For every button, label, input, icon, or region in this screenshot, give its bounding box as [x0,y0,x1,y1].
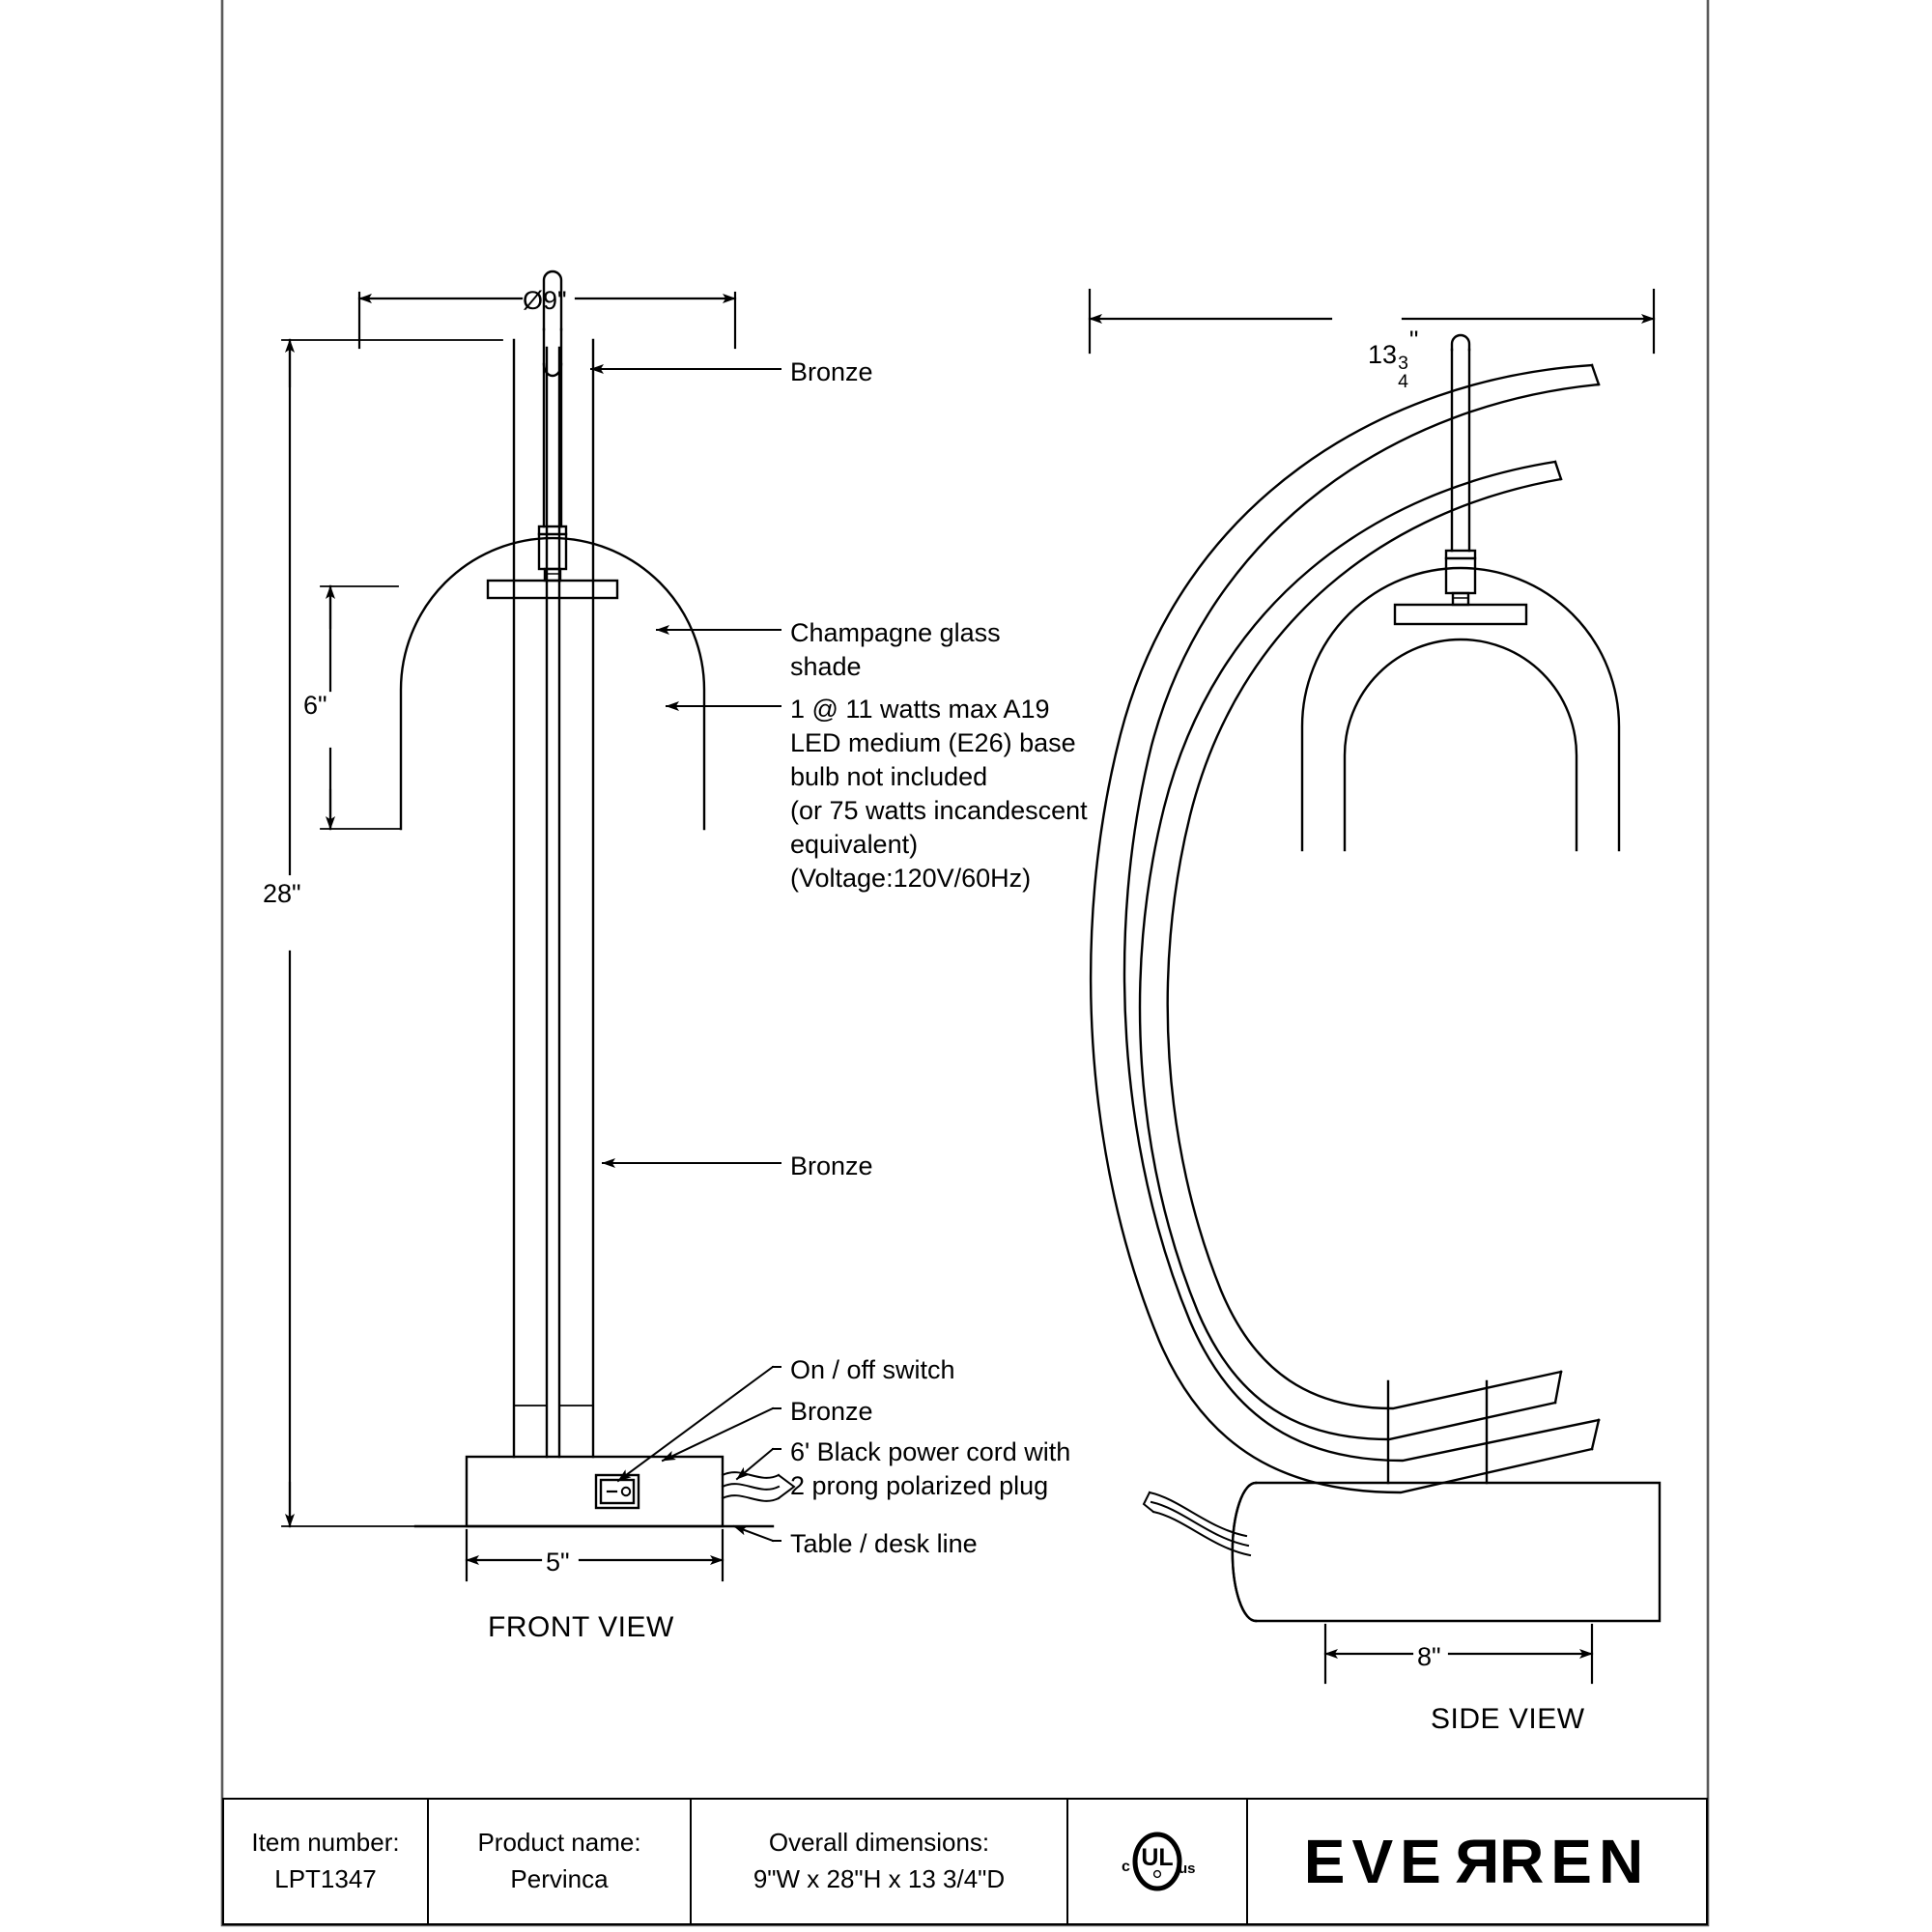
ul-c-text: c [1122,1859,1130,1875]
overall-dimensions-value: 9"W x 28"H x 13 3/4"D [753,1864,1006,1893]
front-glass-shade [399,536,706,831]
item-number-value: LPT1347 [274,1864,377,1893]
dim-shade-diameter [357,291,737,350]
side-base [1231,1481,1662,1623]
front-switch [594,1473,640,1510]
ul-us-text: us [1179,1861,1196,1877]
brand-part-1: EVE [1303,1826,1448,1896]
side-view-label: SIDE VIEW [1431,1703,1585,1735]
title-block: Item number: LPT1347 Product name: Pervi… [222,1798,1708,1925]
svg-text:UL: UL [1141,1844,1173,1871]
dim-label-overall-height: 28" [263,879,301,908]
product-name-value: Pervinca [510,1864,609,1893]
front-base [413,1455,775,1528]
side-power-cord [1142,1491,1252,1557]
item-number-label: Item number: [251,1828,400,1858]
dim-base-depth [1323,1623,1594,1685]
dim-overall-height [281,338,503,1528]
front-leaders [590,364,775,1543]
dim-shade-height [320,584,402,831]
callout-table-desk-line: Table / desk line [790,1529,978,1558]
brand-reversed-r: R [1447,1826,1500,1896]
front-lamp-head [486,270,619,600]
brand-part-2: REN [1499,1826,1651,1896]
side-inner-arc [1138,460,1563,1441]
front-support-arcs [512,338,595,1459]
ul-listed-icon: UL c us [1122,1832,1196,1891]
front-view-label: FRONT VIEW [488,1611,674,1643]
title-block-certification: UL c us [1068,1800,1248,1923]
callout-finial-bronze: Bronze [790,357,873,386]
callout-bulb-spec: 1 @ 11 watts max A19 LED medium (E26) ba… [790,695,1088,894]
front-power-cord [721,1471,796,1502]
dim-label-shade-diameter: Ø9" [523,286,567,315]
product-name-label: Product name: [477,1828,641,1858]
dim-overall-depth [1088,288,1656,355]
title-block-item-number: Item number: LPT1347 [224,1800,429,1923]
depth-unit: " [1408,326,1419,355]
side-riser [1386,1379,1489,1485]
side-outer-arc [1089,363,1601,1494]
side-glass-shade [1300,566,1621,852]
title-block-overall-dimensions: Overall dimensions: 9"W x 28"H x 13 3/4"… [692,1800,1068,1923]
depth-whole: 13 [1368,339,1398,369]
callout-base-bronze: Bronze [790,1397,873,1426]
callout-power-cord: 6' Black power cord with 2 prong polariz… [790,1437,1071,1501]
sheet-frame [220,0,1710,1927]
overall-dimensions-label: Overall dimensions: [768,1828,990,1858]
callout-post-bronze: Bronze [790,1151,873,1180]
title-block-product-name: Product name: Pervinca [429,1800,692,1923]
dim-base-width [465,1528,724,1582]
front-leader-landings [772,368,781,1542]
side-lamp-stem [1393,333,1528,626]
dim-label-base-width: 5" [546,1548,570,1577]
callout-on-off-switch: On / off switch [790,1355,955,1384]
depth-denominator: 4 [1398,371,1408,393]
dim-label-shade-height: 6" [303,691,327,720]
depth-numerator: 3 [1398,352,1408,374]
dim-label-base-depth: 8" [1417,1642,1441,1671]
callout-glass-shade: Champagne glass shade [790,618,1001,682]
